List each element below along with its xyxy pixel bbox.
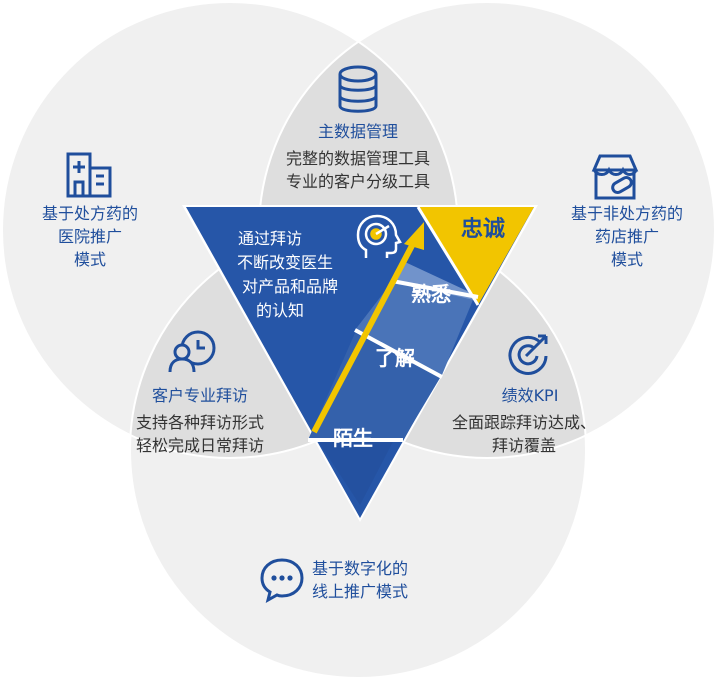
left-inner-line-2: 轻松完成日常拜访 <box>135 436 264 455</box>
top-title: 主数据管理 <box>317 122 398 141</box>
center-line-1: 通过拜访 <box>237 229 302 248</box>
stage-label-3: 熟悉 <box>411 282 451 306</box>
right-inner-line-2: 拜访覆盖 <box>491 436 556 455</box>
band-divider-2 <box>354 328 443 379</box>
store-icon <box>591 154 639 200</box>
left-outer-line-3: 模式 <box>73 250 106 269</box>
right-outer-line-3: 模式 <box>610 250 643 269</box>
hospital-icon <box>66 152 112 198</box>
rising-arrow <box>311 222 424 434</box>
bottom-outer-line-2: 线上推广模式 <box>312 582 409 601</box>
tip-divider <box>416 206 480 306</box>
left-inner-title: 客户专业拜访 <box>151 386 248 405</box>
stage-label-1: 陌生 <box>333 426 373 450</box>
target-icon <box>508 334 548 375</box>
stage-label-2: 了解 <box>375 346 415 370</box>
right-inner-title: 绩效KPI <box>501 386 559 405</box>
bottom-outer-line-1: 基于数字化的 <box>312 559 409 578</box>
left-outer-line-1: 基于处方药的 <box>41 204 138 223</box>
right-inner-line-1: 全面跟踪拜访达成、 <box>451 413 596 432</box>
top-line-1: 完整的数据管理工具 <box>285 149 430 168</box>
band-stage-4-shade <box>395 262 478 300</box>
user-clock-icon <box>168 330 216 373</box>
chat-icon <box>260 558 304 603</box>
band-stage-1 <box>312 432 398 505</box>
database-icon <box>338 65 378 113</box>
top-line-2: 专业的客户分级工具 <box>285 172 430 191</box>
band-divider-3 <box>391 279 479 299</box>
right-outer-line-1: 基于非处方药的 <box>570 204 683 223</box>
center-line-2: 不断改变医生 <box>236 253 333 272</box>
funnel-triangle <box>182 205 538 522</box>
tip-loyal <box>418 207 534 305</box>
center-line-3: 对产品和品牌 <box>241 277 338 296</box>
stage-label-4: 忠诚 <box>460 217 505 242</box>
left-outer-line-2: 医院推广 <box>57 227 122 246</box>
right-outer-line-2: 药店推广 <box>594 227 659 246</box>
head-target-icon <box>356 214 402 258</box>
center-line-4: 的认知 <box>255 301 304 320</box>
band-stage-3 <box>355 282 475 375</box>
band-stage-2 <box>308 333 440 440</box>
left-inner-line-1: 支持各种拜访形式 <box>135 413 264 432</box>
